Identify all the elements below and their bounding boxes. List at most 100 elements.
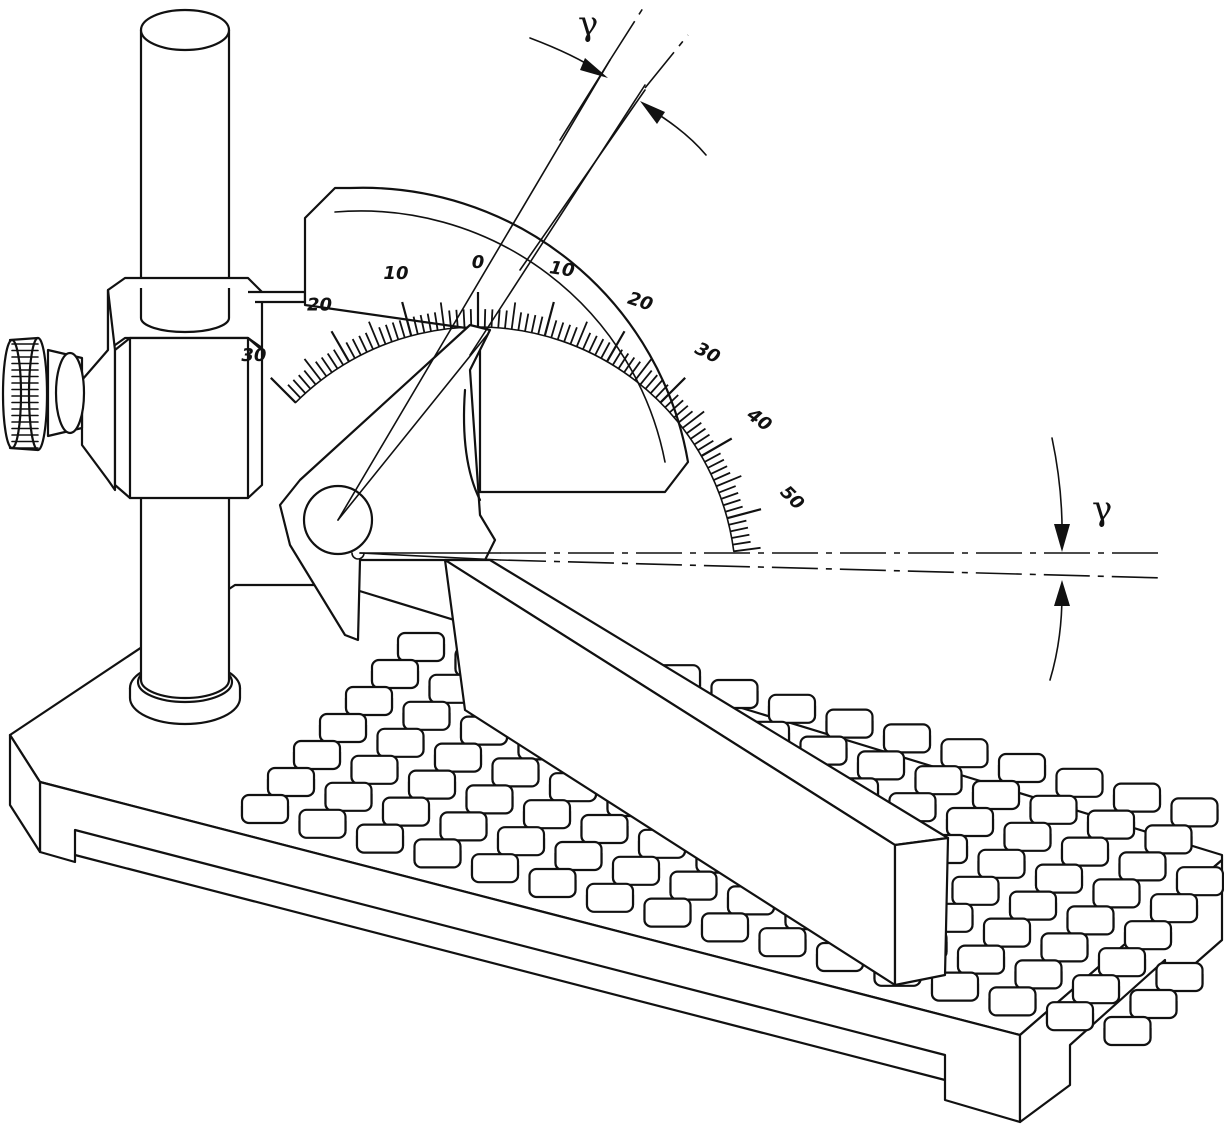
scale-tick [726, 508, 762, 520]
grid-pad [882, 723, 932, 754]
scale-tick [358, 335, 368, 353]
grid-pad [700, 912, 750, 943]
scale-tick [716, 475, 742, 488]
scale-label-left: 20 [307, 294, 332, 315]
grid-pad [669, 870, 718, 901]
grid-pad [318, 712, 368, 744]
scale-tick [530, 314, 537, 333]
grid-pad [977, 848, 1026, 879]
scale-tick [720, 492, 739, 500]
scale-tick [707, 458, 725, 469]
grid-pad [1155, 961, 1204, 993]
grid-pad [971, 779, 1021, 811]
stand-post [128, 8, 242, 726]
scale-tick [588, 335, 598, 353]
scale-tick [543, 301, 555, 337]
scale-tick [563, 324, 571, 343]
grid-pad [465, 784, 514, 815]
angle-label-top: γ [578, 4, 598, 44]
grid-pad [1045, 1001, 1095, 1032]
grid-pad [1144, 824, 1193, 855]
scale-tick [677, 410, 694, 424]
grid-pad [324, 781, 373, 812]
grid-pad [528, 867, 577, 899]
grid-pad [1055, 767, 1104, 798]
scale-tick [682, 410, 705, 429]
grid-pad [1170, 797, 1219, 828]
grid-pad [1040, 932, 1089, 963]
scale-tick [649, 379, 664, 394]
scale-tick [426, 313, 432, 332]
grid-pad [439, 811, 488, 842]
scale-tick [448, 310, 452, 329]
grid-pad [407, 769, 457, 800]
grid-pad [433, 742, 483, 773]
scale-tick [270, 377, 297, 404]
grid-pad [413, 838, 462, 869]
grid-pad [856, 750, 906, 781]
scale-tick [582, 332, 592, 350]
knurled-knob [1, 336, 86, 452]
clamp-block [80, 276, 307, 500]
scale-tick [315, 361, 328, 377]
scale-tick [497, 309, 501, 328]
scale-tick [391, 322, 400, 340]
grid-pad [1103, 1015, 1152, 1047]
scale-tick [303, 369, 317, 386]
scale-tick [606, 330, 626, 363]
grid-pad [1097, 947, 1147, 978]
scale-tick [345, 342, 356, 359]
scale-tick [718, 485, 736, 494]
grid-pad [580, 813, 629, 845]
scale-tick [659, 377, 686, 404]
scale-tick [287, 384, 302, 399]
grid-pad [940, 738, 989, 769]
scale-tick [644, 374, 658, 390]
scale-tick [628, 361, 641, 377]
scale-tick [697, 440, 714, 451]
scale-tick [730, 526, 749, 533]
scale-tick [669, 399, 684, 414]
scale-tick [433, 312, 439, 331]
grid-pad [376, 727, 425, 758]
grid-pad [491, 757, 540, 788]
scale-tick [398, 320, 406, 338]
grid-pad [1060, 836, 1110, 867]
scale-tick [723, 498, 741, 507]
grid-pad [1149, 893, 1199, 924]
grid-pad [266, 766, 316, 798]
grid-pad [1071, 974, 1121, 1005]
scale-tick [704, 452, 721, 463]
scale-label-left: 0 [472, 252, 485, 273]
scale-tick [600, 342, 611, 359]
scale-tick [733, 546, 761, 553]
scale-tick [401, 301, 413, 337]
scale-label-left: 30 [241, 345, 266, 366]
scale-tick [639, 369, 653, 386]
grid-pad [758, 927, 807, 958]
grid-pad [1066, 905, 1115, 936]
angle-dimension-top: γ [529, 4, 707, 156]
scale-tick [504, 310, 508, 329]
scale-tick [333, 349, 344, 366]
grid-pad [554, 840, 603, 872]
grid-pad [956, 944, 1006, 975]
grid-pad [1034, 863, 1084, 894]
scale-tick [569, 327, 578, 345]
scale-tick [517, 312, 523, 331]
pivot-arm [278, 323, 497, 642]
grid-pad [951, 875, 1000, 906]
grid-pad [945, 806, 995, 838]
grid-pad [1118, 851, 1167, 882]
grid-pad [1008, 890, 1058, 921]
grid-pad [240, 793, 290, 825]
grid-pad [1014, 959, 1063, 990]
scale-tick [732, 540, 751, 546]
grid-pad [1129, 988, 1178, 1020]
scale-tick [594, 338, 605, 356]
scale-tick [634, 358, 653, 381]
tool-blade [443, 558, 950, 987]
scale-tick [713, 471, 731, 481]
scale-label-right: 30 [692, 338, 724, 368]
